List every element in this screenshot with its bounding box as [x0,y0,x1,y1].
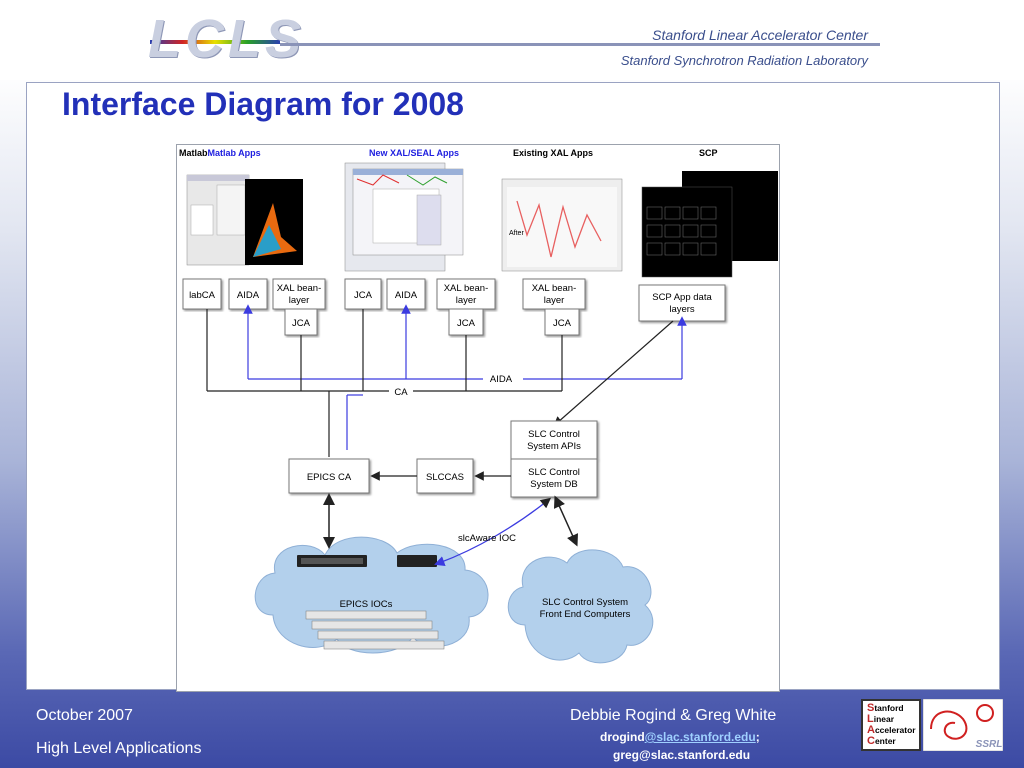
email1-sep: ; [755,730,760,744]
lcls-logo: LCLS [148,9,305,69]
box-scp-line1: SCP App data [652,292,712,303]
box-slccas [416,458,474,494]
box-slccas-label: SLCCAS [426,472,464,483]
screenshot-after-label: After [509,230,524,237]
box-jca-3 [448,308,484,336]
box-epics-ca-label: EPICS CA [307,472,352,483]
epics-iocs-label: EPICS IOCs [340,599,393,610]
existing-xal-screenshot: After [501,178,623,272]
footer-email-2: greg@slac.stanford.edu [613,748,751,762]
box-jca-4 [544,308,580,336]
new-xal-screenshot [344,162,464,272]
box-jca-1-label: JCA [292,318,311,329]
aida-bus-label: AIDA [490,374,513,385]
scp-to-slc-arrow [553,320,674,427]
footer-authors: Debbie Rogind & Greg White [570,707,777,724]
box-labca [182,278,222,310]
box-epics-ca [288,458,370,494]
box-xal-bean-1-line2: layer [289,295,310,306]
slcaware-label: slcAware IOC [458,533,516,544]
box-jca-1 [284,308,318,336]
slide-title: Interface Diagram for 2008 [62,86,464,122]
box-jca-3-label: JCA [457,318,476,329]
slac-badge-logo: Stanford Linear Accelerator Center [861,699,921,751]
slc-cloud-line2: Front End Computers [540,609,631,620]
epics-iocs-cloud [254,536,489,654]
slcdb-frontend-arrow [553,495,579,547]
slc-cloud-line1: SLC Control System [542,597,628,608]
logo-stripe [150,40,280,44]
matlab-screenshot [186,174,303,266]
diagram-svg: MatlabMatlab Apps New XAL/SEAL Apps Exis… [179,148,778,664]
email1-link[interactable]: @slac.stanford.edu [644,730,756,744]
box-scp-line2: layers [669,304,695,315]
ca-bus-label: CA [394,387,408,398]
box-xal-bean-1-line1: XAL bean- [277,283,322,294]
box-slc-apis-line2: System APIs [527,441,581,452]
footer-email-1: drogind@slac.stanford.edu; [600,730,760,744]
email1-user: drogind [600,730,645,744]
box-slc-apis-line1: SLC Control [528,429,580,440]
box-slc-db-line1: SLC Control [528,467,580,478]
box-xal-bean-3 [522,278,586,310]
box-aida-matlab-label: AIDA [237,290,260,301]
scp-screenshot [641,171,778,278]
ca-bus [206,309,563,457]
header-rule [280,43,880,46]
footer-date: October 2007 [36,707,133,724]
slcaware-arrow [434,497,552,567]
box-xal-bean-3-line1: XAL bean- [532,283,577,294]
lab-name-slac: Stanford Linear Accelerator Center [652,27,868,43]
box-jca-2 [344,278,382,310]
interface-diagram: MatlabMatlab Apps New XAL/SEAL Apps Exis… [176,144,780,692]
col-header-matlab: MatlabMatlab Apps [179,148,261,158]
box-jca-4-label: JCA [553,318,572,329]
box-slc-db-line2: System DB [530,479,578,490]
slc-front-end-cloud [507,549,654,664]
box-slc-apis [510,420,598,460]
box-jca-2-label: JCA [354,290,373,301]
box-aida-new-xal-label: AIDA [395,290,418,301]
box-xal-bean-2 [436,278,496,310]
box-scp-app-data [638,284,726,322]
ssrl-text: SSRL [976,739,1003,750]
box-labca-label: labCA [189,290,216,301]
lab-name-ssrl: Stanford Synchrotron Radiation Laborator… [620,53,868,68]
box-xal-bean-2-line2: layer [456,295,477,306]
col-header-scp: SCP [699,148,718,158]
col-header-new-xal: New XAL/SEAL Apps [369,148,459,158]
box-slc-db [510,458,598,498]
ssrl-logo: SSRL [922,698,1004,752]
box-xal-bean-2-line1: XAL bean- [444,283,489,294]
box-xal-bean-3-line2: layer [544,295,565,306]
aida-bus [243,304,687,450]
footer-subject: High Level Applications [36,740,202,757]
col-header-existing-xal: Existing XAL Apps [513,148,593,158]
